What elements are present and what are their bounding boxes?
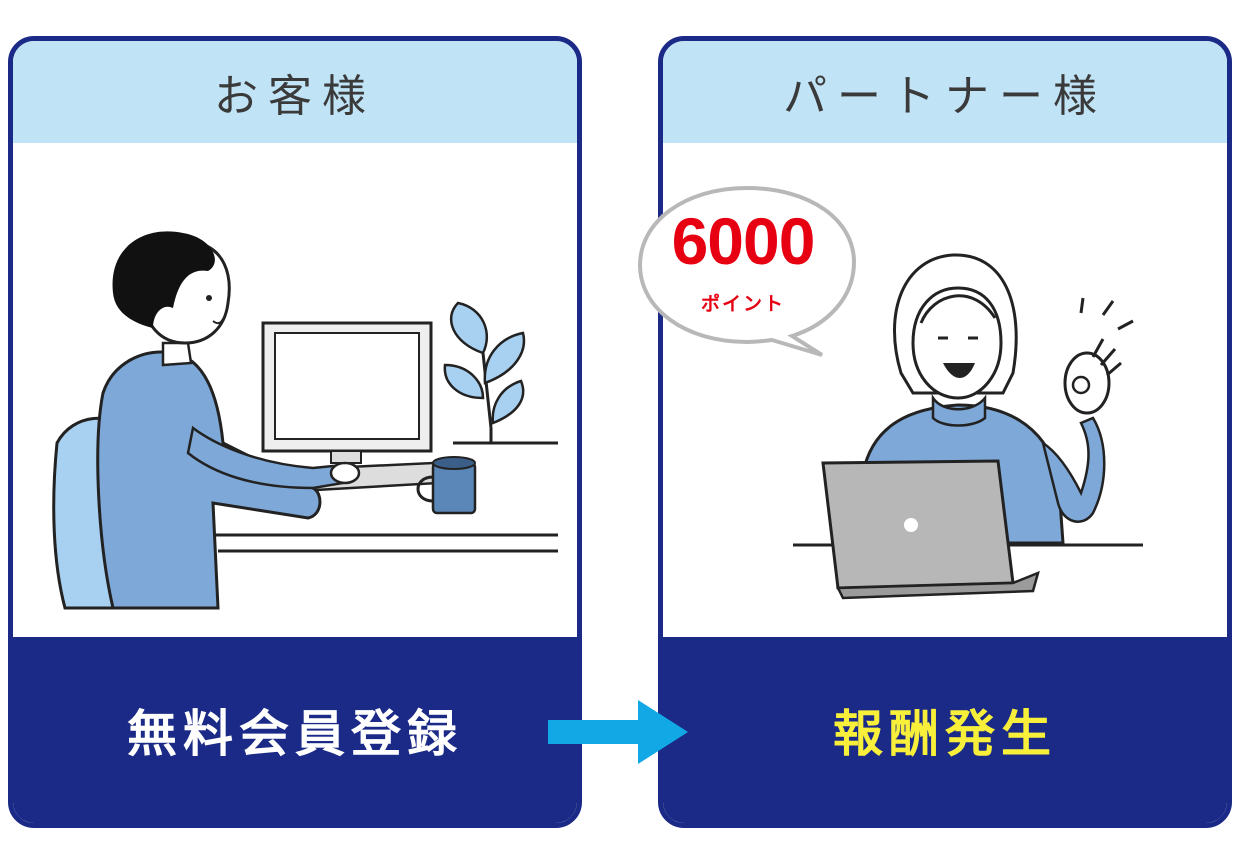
monitor-icon bbox=[261, 321, 433, 464]
partner-card: パートナー様 bbox=[658, 36, 1232, 828]
customer-card-title: お客様 bbox=[214, 71, 376, 122]
man-at-desktop-illustration bbox=[52, 231, 558, 610]
customer-card: お客様 bbox=[8, 36, 582, 828]
man-head bbox=[112, 231, 231, 345]
customer-illustration-area bbox=[13, 143, 577, 648]
coffee-mug-icon bbox=[416, 456, 477, 515]
man-body bbox=[96, 350, 322, 610]
customer-action-label: 無料会員登録 bbox=[127, 705, 463, 763]
man-hand bbox=[329, 461, 361, 485]
customer-card-header: お客様 bbox=[13, 41, 577, 143]
partner-reward-label: 報酬発生 bbox=[833, 705, 1057, 763]
woman-arm bbox=[1041, 416, 1106, 523]
partner-card-title: パートナー様 bbox=[783, 71, 1107, 122]
plant-icon bbox=[443, 301, 558, 445]
speech-bubble bbox=[637, 185, 857, 357]
laptop-icon bbox=[821, 459, 1040, 600]
woman-with-laptop-illustration bbox=[793, 253, 1143, 600]
flow-arrow-icon bbox=[548, 700, 688, 764]
partner-card-footer: 報酬発生 bbox=[663, 637, 1227, 823]
woman-face bbox=[911, 286, 1003, 400]
partner-card-header: パートナー様 bbox=[663, 41, 1227, 143]
reward-points-unit: ポイント bbox=[700, 293, 785, 315]
customer-card-footer: 無料会員登録 bbox=[13, 637, 577, 823]
ok-hand-icon bbox=[1063, 297, 1134, 415]
reward-points-value: 6000 bbox=[671, 204, 816, 278]
